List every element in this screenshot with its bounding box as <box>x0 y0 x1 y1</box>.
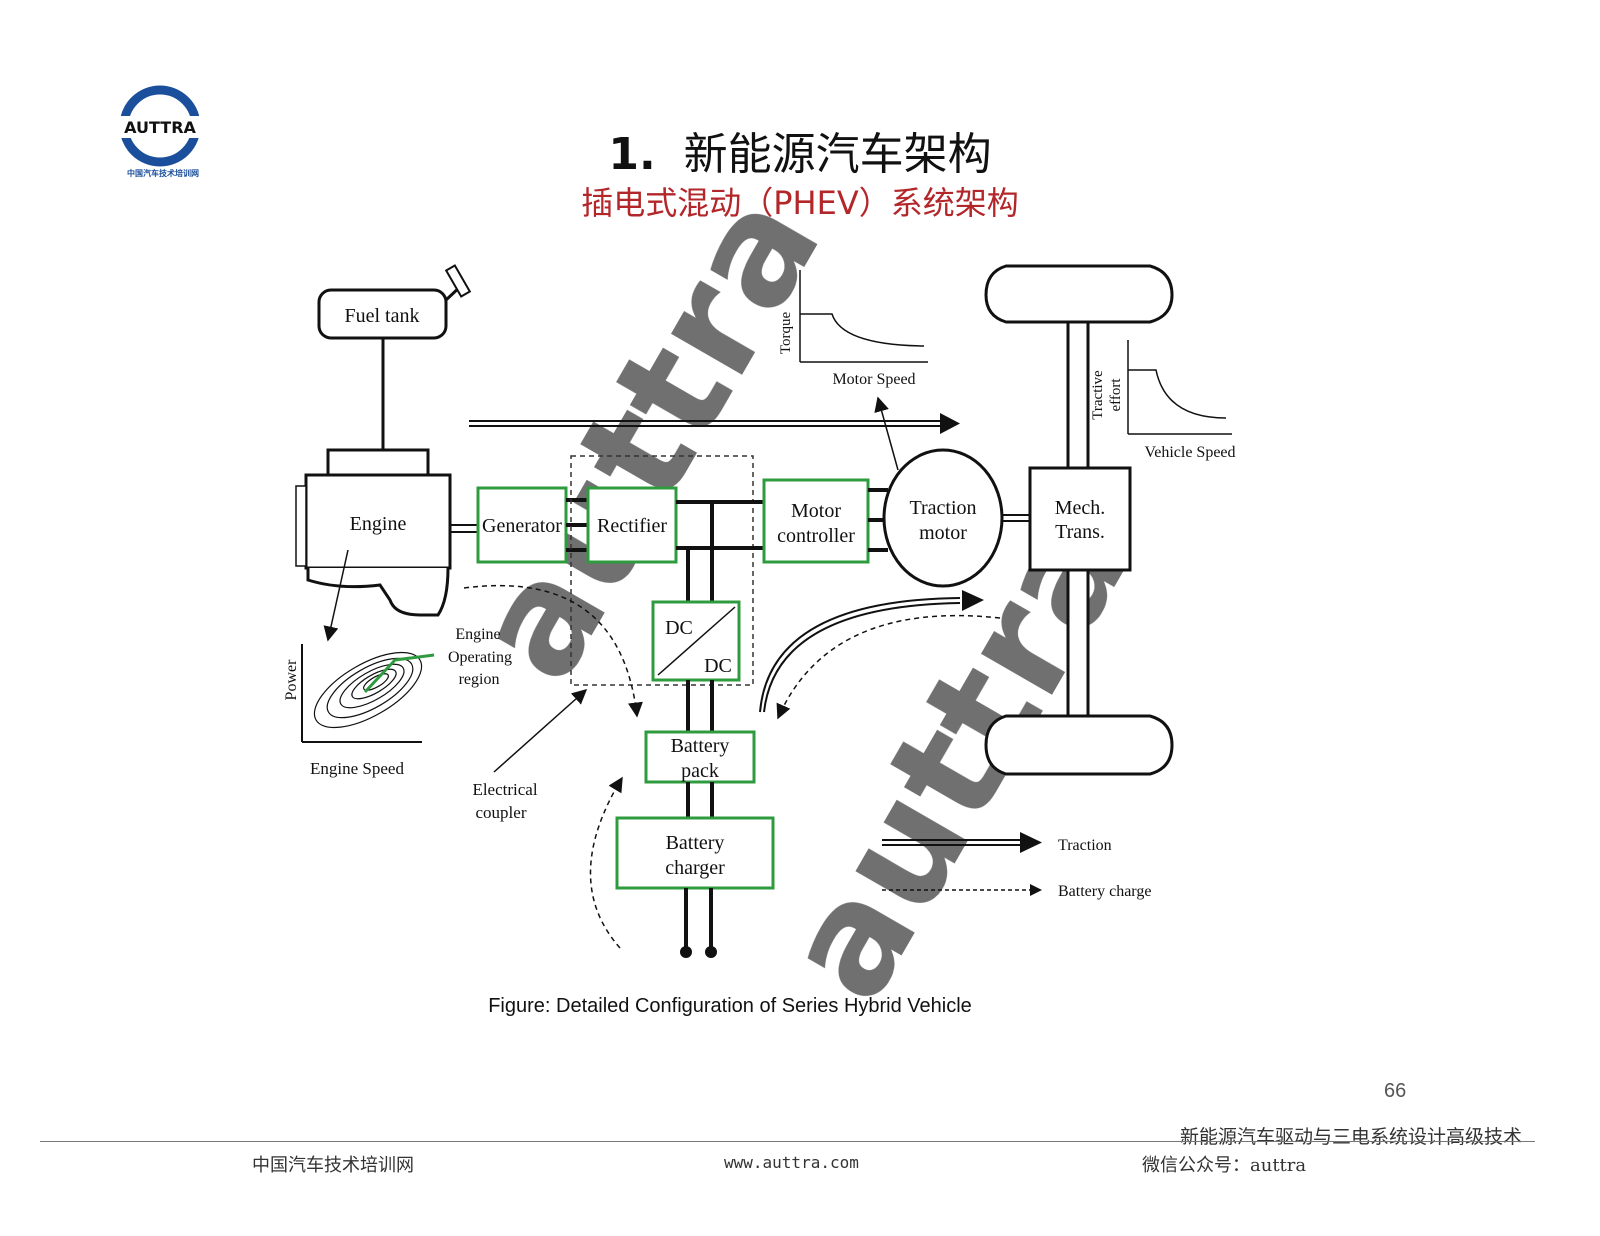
traction-motor-label-2: motor <box>919 522 967 544</box>
battery-charger-block: Battery charger <box>615 816 775 890</box>
auttra-logo: AUTTRA <box>118 84 208 184</box>
traction-flow-arrow-top <box>469 413 960 434</box>
generator-block: Generator <box>476 486 568 564</box>
engine-label: Engine <box>350 513 407 535</box>
electrical-coupler-label: Electrical coupler <box>472 780 537 822</box>
rectifier-label: Rectifier <box>597 515 667 537</box>
figure-caption: Figure: Detailed Configuration of Series… <box>488 995 972 1017</box>
vehicle-plot-xlabel: Vehicle Speed <box>1144 444 1235 461</box>
vehicle-plot-ylabel-1: Tractive <box>1090 370 1106 420</box>
traction-flow-arrow-battery <box>759 590 984 713</box>
vehicle-tractive-plot: Tractive effort Vehicle Speed <box>1090 340 1236 461</box>
engine-operating-region-line-1: Engine <box>455 626 500 643</box>
engine-operating-region-label: Engine Operating region <box>448 626 512 688</box>
fuel-tank: Fuel tank <box>317 264 472 340</box>
engine-operating-region-line-3: region <box>459 671 500 688</box>
motor-controller-block: Motor controller <box>762 478 870 564</box>
traction-motor: Traction motor <box>882 448 1004 588</box>
mech-trans-label-2: Trans. <box>1055 521 1105 543</box>
footer-wechat-text: 微信公众号：auttra <box>1142 1155 1307 1176</box>
engine-map-plot: Power Engine Speed <box>283 644 435 778</box>
motor-torque-plot: Torque Motor Speed <box>778 270 928 388</box>
title-text: 新能源汽车架构 <box>683 129 992 180</box>
engine-map-xlabel: Engine Speed <box>310 759 404 778</box>
electrical-coupler-box <box>570 455 754 686</box>
page-title: 1. 新能源汽车架构 <box>0 118 1600 182</box>
motor-controller-label-2: controller <box>777 525 855 547</box>
motor-pointer <box>874 396 899 471</box>
wheel-bottom <box>984 714 1174 776</box>
dc-top-label: DC <box>665 617 693 639</box>
grid-charge-arrow <box>589 776 623 949</box>
logo-tagline: 中国汽车技术培训网 <box>127 169 199 178</box>
footer-left-text: 中国汽车技术培训网 <box>252 1155 414 1176</box>
wheel-top <box>984 264 1174 324</box>
watermark-text-1: auttra <box>440 165 854 708</box>
drive-axle <box>1066 318 1090 718</box>
coupler-pointer <box>493 689 588 773</box>
course-title: 新能源汽车驱动与三电系统设计高级技术 <box>1180 1126 1523 1148</box>
engine-charge-arrow <box>463 584 643 718</box>
battery-charger-label-1: Battery <box>666 832 725 854</box>
footer-website-link[interactable]: www.auttra.com <box>724 1153 859 1172</box>
battery-pack-label-2: pack <box>681 760 719 782</box>
engine-block: Engine <box>295 448 452 617</box>
electrical-coupler-line-2: coupler <box>476 803 527 822</box>
title-number: 1. <box>608 129 656 180</box>
footer-divider <box>40 1141 1535 1142</box>
vehicle-plot-ylabel-2: effort <box>1108 378 1124 412</box>
battery-pack-label-1: Battery <box>671 735 730 757</box>
page-number: 66 <box>1384 1080 1407 1102</box>
engine-map-ylabel: Power <box>283 659 300 701</box>
engine-pointer <box>323 549 349 642</box>
plug-terminal-2 <box>705 946 717 958</box>
fuel-tank-label: Fuel tank <box>345 305 420 327</box>
battery-charger-label-2: charger <box>665 857 725 879</box>
generator-label: Generator <box>482 515 562 537</box>
mech-trans-block: Mech. Trans. <box>1028 466 1132 572</box>
mech-trans-label-1: Mech. <box>1055 497 1106 519</box>
motor-plot-xlabel: Motor Speed <box>832 371 915 388</box>
legend-traction: Traction <box>1058 837 1112 854</box>
dc-dc-converter: DC DC <box>651 600 741 682</box>
logo-brand: AUTTRA <box>124 118 196 137</box>
rectifier-block: Rectifier <box>586 486 678 564</box>
page-subtitle: 插电式混动（PHEV）系统架构 <box>581 184 1019 222</box>
motor-plot-ylabel: Torque <box>778 312 794 355</box>
plug-terminal-1 <box>680 946 692 958</box>
diagram-legend: Traction Battery charge <box>882 832 1151 900</box>
battery-pack-block: Battery pack <box>644 730 756 784</box>
dc-bottom-label: DC <box>704 655 732 677</box>
motor-controller-label-1: Motor <box>791 500 841 522</box>
traction-motor-label-1: Traction <box>909 497 976 519</box>
electrical-coupler-line-1: Electrical <box>472 780 537 799</box>
legend-battery-charge: Battery charge <box>1058 883 1151 900</box>
engine-operating-region-line-2: Operating <box>448 649 512 666</box>
